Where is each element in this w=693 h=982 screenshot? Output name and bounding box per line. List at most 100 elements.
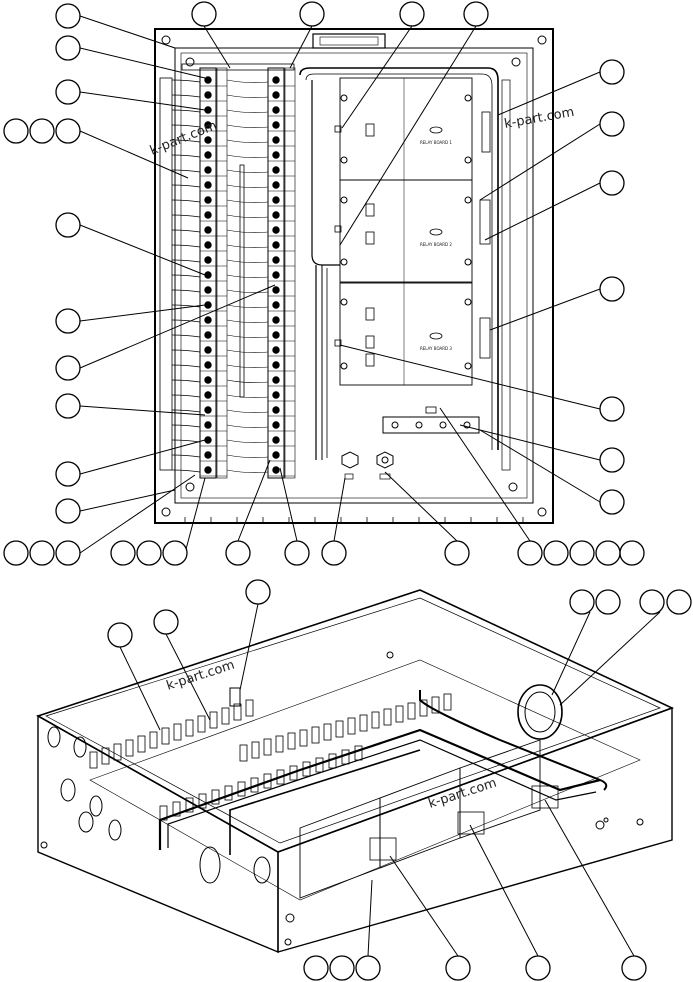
mount-hole-tr — [537, 35, 547, 45]
terminal-screw — [272, 376, 280, 384]
terminal-screw — [204, 196, 212, 204]
iso-terminal — [263, 738, 272, 756]
leader-line — [333, 477, 346, 542]
callout-balloon — [55, 308, 81, 334]
stud-tr — [511, 57, 521, 67]
iso-terminal — [173, 723, 182, 741]
wire — [171, 214, 201, 218]
terminal-screw — [204, 361, 212, 369]
callout-balloon — [525, 955, 551, 981]
iso-terminal — [224, 785, 233, 801]
relay-1-screw-a — [340, 94, 348, 102]
iso-relay-module-1 — [369, 837, 397, 861]
callout-balloon — [110, 540, 136, 566]
wire — [171, 169, 201, 173]
wire — [226, 304, 269, 308]
callout-balloon — [639, 589, 665, 615]
iso-terminal — [275, 735, 284, 753]
terminal-screw — [204, 91, 212, 99]
leader-line — [279, 467, 298, 542]
leader-line — [184, 477, 206, 554]
wire — [226, 214, 269, 218]
terminal-screw — [272, 151, 280, 159]
ground-screw-1 — [391, 421, 399, 429]
callout-balloon — [543, 540, 569, 566]
wire — [171, 79, 201, 83]
callout-balloon — [299, 1, 325, 27]
iso-terminal — [251, 741, 260, 759]
wire — [226, 229, 269, 233]
leader-line — [79, 130, 189, 179]
iso-screw-2 — [595, 820, 605, 830]
terminal-screw — [204, 376, 212, 384]
wire — [226, 289, 269, 293]
top-wire-duct — [181, 63, 295, 71]
terminal-screw — [204, 406, 212, 414]
callout-balloon — [55, 355, 81, 381]
iso-terminal — [371, 711, 380, 729]
iso-terminal — [161, 727, 170, 745]
relay-2-screw-b — [340, 258, 348, 266]
mount-hole-bl — [161, 507, 171, 517]
terminal-screw — [204, 436, 212, 444]
iso-terminal — [101, 747, 110, 765]
center-slot — [239, 164, 245, 398]
terminal-strip-2 — [267, 67, 285, 479]
terminal-strip-1-cover — [216, 67, 228, 479]
callout-balloon — [136, 540, 162, 566]
callout-balloon — [599, 396, 625, 422]
iso-terminal — [335, 720, 344, 738]
wire — [226, 469, 269, 473]
iso-top-rim-inner — [45, 597, 661, 844]
callout-balloon — [595, 540, 621, 566]
wire — [226, 79, 269, 83]
callout-balloon — [666, 589, 692, 615]
top-view-leader-lines — [79, 15, 601, 554]
iso-harness-inner — [167, 739, 597, 848]
wire — [171, 244, 201, 248]
relay-1-connector — [334, 125, 342, 133]
terminal-screw — [204, 166, 212, 174]
relay-3-screw-c — [464, 298, 472, 306]
callout-balloon — [599, 59, 625, 85]
iso-screw-1 — [285, 913, 295, 923]
leader-line — [384, 471, 458, 542]
terminal-screw — [272, 301, 280, 309]
right-component-1 — [481, 111, 491, 153]
wire — [171, 154, 201, 158]
relay-3-screw-b — [340, 362, 348, 370]
callout-balloon — [55, 498, 81, 524]
terminal-screw — [272, 436, 280, 444]
callout-balloon — [303, 955, 329, 981]
knockout-4 — [89, 795, 103, 817]
relay-3-component-a — [365, 307, 375, 321]
wire — [171, 409, 201, 413]
terminal-screw — [204, 256, 212, 264]
callout-balloon — [29, 118, 55, 144]
iso-terminal — [395, 705, 404, 723]
callout-balloon — [162, 540, 188, 566]
knockout-2 — [73, 736, 87, 758]
iso-view-enclosure — [36, 589, 675, 954]
callout-balloon — [619, 540, 645, 566]
knockout-6 — [108, 819, 122, 841]
terminal-screw — [272, 211, 280, 219]
leader-line — [459, 424, 601, 461]
leader-line — [479, 123, 601, 201]
iso-relay-box-3 — [459, 739, 541, 839]
relay-3-component-c — [365, 353, 375, 367]
right-wire-duct — [501, 79, 511, 471]
iso-terminal — [359, 714, 368, 732]
stud-br — [508, 482, 518, 492]
top-view-callout-balloons — [3, 1, 645, 566]
terminal-screw — [204, 151, 212, 159]
terminal-screw — [204, 331, 212, 339]
iso-terminal — [276, 769, 285, 785]
wire — [226, 394, 269, 398]
leader-line — [341, 25, 413, 129]
terminal-screw — [272, 91, 280, 99]
wire — [171, 229, 201, 233]
callout-balloon — [329, 955, 355, 981]
iso-terminal — [383, 708, 392, 726]
leader-line — [165, 633, 211, 721]
